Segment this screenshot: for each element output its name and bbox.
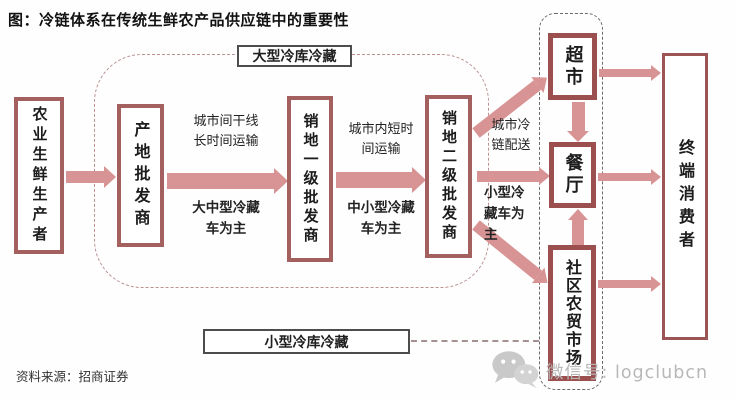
large-cold-storage-label: 大型冷库冷藏 [237,45,352,67]
arrow-tier2-to-restaurant [477,166,550,186]
arrow-producer-to-origin [66,165,116,189]
small-cold-storage-connector-line [411,340,539,342]
label-intracity-route: 城市内短时 间运输 [348,122,414,158]
arrow-tier1-to-tier2 [336,167,426,193]
node-tier1-label: 销地一级批发商 [301,112,320,246]
label-intercity-trunk-route: 城市间干线 长时间运输 [193,114,259,150]
node-producer-label: 农业生鲜生产者 [30,105,49,246]
arrow-restaurant-to-consumer [598,168,661,186]
small-cold-storage-label: 小型冷库冷藏 [203,329,410,354]
node-producer: 农业生鲜生产者 [14,97,64,254]
node-supermarket: 超市 [548,33,597,100]
node-community-farmers-market: 社区农贸市场 [548,245,596,381]
node-origin-wholesaler-label: 产地批发商 [131,120,151,231]
node-community-market-label: 社区农贸市场 [563,259,582,367]
node-end-consumer-label: 终端消费者 [676,139,695,254]
node-end-consumer: 终端消费者 [662,53,708,340]
watermark: 微信号: logclubcn [488,348,708,394]
node-origin-wholesaler: 产地批发商 [117,104,164,247]
arrow-supermarket-to-consumer [599,64,661,82]
retail-terminal-zone [539,13,603,390]
page-title: 图：冷链体系在传统生鲜农产品供应链中的重要性 [8,11,350,29]
node-destination-tier2-wholesaler: 销地二级批发商 [425,95,472,258]
watermark-text: 微信号: logclubcn [546,362,709,383]
arrow-community-market-to-consumer [598,275,661,293]
arrow-origin-to-tier1 [167,168,288,194]
node-restaurant: 餐厅 [549,142,596,208]
node-restaurant-label: 餐厅 [562,153,584,197]
label-city-cold-delivery-route: 城市冷 链配送 [491,118,531,154]
arrow-community-market-to-restaurant [567,209,589,247]
label-intracity-vehicle: 中小型冷藏 车为主 [347,200,415,237]
arrow-supermarket-to-restaurant [566,102,590,142]
wechat-icon [488,348,540,394]
label-intercity-trunk-vehicle: 大中型冷藏 车为主 [192,200,260,237]
source-note: 资料来源：招商证券 [16,369,129,384]
node-supermarket-label: 超市 [562,44,584,89]
node-destination-tier1-wholesaler: 销地一级批发商 [287,96,333,262]
node-tier2-label: 销地二级批发商 [440,110,458,243]
label-city-cold-delivery-vehicle: 小型冷 藏车为 主 [484,185,525,243]
